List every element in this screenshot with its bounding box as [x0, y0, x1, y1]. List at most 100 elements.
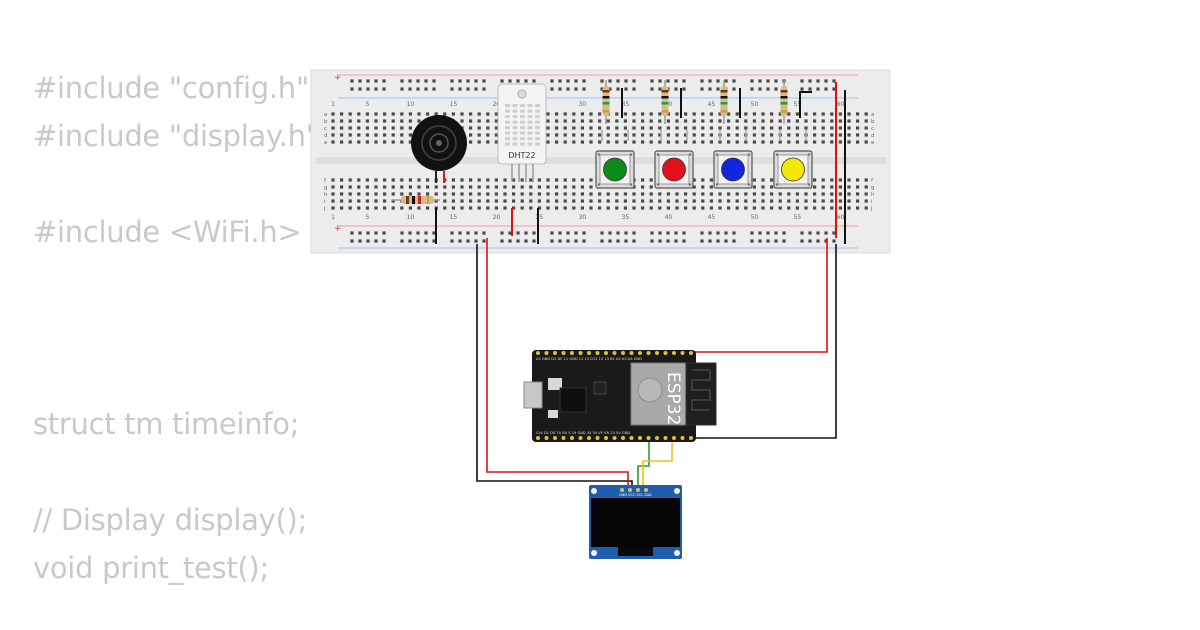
dht22-sensor[interactable]: DHT22: [497, 83, 547, 182]
breadboard-hole: [718, 206, 722, 210]
breadboard-hole: [770, 119, 774, 123]
rail-hole: [632, 87, 636, 91]
rail-hole: [400, 239, 404, 243]
breadboard-hole: [752, 192, 756, 196]
breadboard-hole: [709, 206, 713, 210]
breadboard-hole: [546, 119, 550, 123]
breadboard-hole: [391, 140, 395, 144]
breadboard-hole: [744, 199, 748, 203]
push-button-screw: [629, 183, 633, 186]
rail-hole: [782, 239, 786, 243]
breadboard-hole: [469, 119, 473, 123]
buzzer[interactable]: [411, 115, 467, 183]
row-letter: g: [324, 185, 328, 191]
push-button-screw: [747, 153, 751, 156]
breadboard-hole: [598, 206, 602, 210]
rail-hole: [624, 239, 628, 243]
breadboard-hole: [580, 199, 584, 203]
rail-hole: [616, 87, 620, 91]
dht22-vent-grid: [505, 104, 540, 146]
resistor-buzzer[interactable]: [392, 196, 440, 204]
breadboard-hole: [460, 192, 464, 196]
push-button-red[interactable]: [654, 130, 694, 189]
rail-hole: [582, 79, 586, 83]
rail-hole: [600, 87, 604, 91]
esp32-pin: [595, 436, 600, 440]
breadboard-hole: [761, 112, 765, 116]
breadboard-hole: [357, 185, 361, 189]
rail-hole: [674, 239, 678, 243]
rail-hole: [774, 239, 778, 243]
rail-hole: [566, 87, 570, 91]
breadboard-hole: [606, 133, 610, 137]
rail-hole: [450, 87, 454, 91]
breadboard-hole: [589, 185, 593, 189]
dht22-vent-slot: [505, 120, 510, 124]
breadboard-hole: [641, 119, 645, 123]
breadboard-hole: [494, 133, 498, 137]
breadboard-hole: [856, 140, 860, 144]
breadboard-hole: [572, 178, 576, 182]
breadboard-hole: [804, 112, 808, 116]
push-button-yellow[interactable]: [773, 130, 813, 189]
dht22-vent-slot: [505, 104, 510, 108]
breadboard-hole: [744, 126, 748, 130]
breadboard-hole: [469, 185, 473, 189]
breadboard-hole: [701, 119, 705, 123]
push-button-green[interactable]: [595, 130, 635, 189]
breadboard-hole: [856, 112, 860, 116]
breadboard-hole: [408, 133, 412, 137]
breadboard-hole: [761, 133, 765, 137]
rail-hole: [750, 231, 754, 235]
breadboard-hole: [795, 140, 799, 144]
rail-hole: [524, 239, 528, 243]
breadboard-hole: [821, 192, 825, 196]
breadboard-hole: [383, 112, 387, 116]
rail-hole: [358, 87, 362, 91]
breadboard-hole: [494, 126, 498, 130]
breadboard-hole: [804, 140, 808, 144]
breadboard-hole: [830, 199, 834, 203]
dht22-vent-slot: [505, 131, 510, 135]
rail-hole: [674, 87, 678, 91]
push-button-blue[interactable]: [713, 130, 753, 189]
breadboard-hole: [821, 112, 825, 116]
breadboard-hole: [357, 178, 361, 182]
breadboard-hole: [408, 192, 412, 196]
esp32-pin: [604, 436, 608, 440]
breadboard-hole: [598, 192, 602, 196]
breadboard-hole: [856, 126, 860, 130]
breadboard-hole: [400, 126, 404, 130]
esp32-pin: [663, 436, 668, 440]
rail-hole: [816, 87, 820, 91]
breadboard-hole: [365, 133, 369, 137]
oled-mount-hole-tr: [674, 488, 680, 494]
breadboard-hole: [589, 206, 593, 210]
row-letter: c: [871, 126, 874, 132]
push-button-screw: [715, 153, 719, 156]
breadboard-hole: [847, 133, 851, 137]
rail-hole: [650, 87, 654, 91]
breadboard-hole: [658, 126, 662, 130]
breadboard-hole: [417, 178, 421, 182]
breadboard-hole: [856, 185, 860, 189]
breadboard-hole: [770, 140, 774, 144]
row-letter: d: [324, 133, 328, 139]
esp32-board[interactable]: ESP32 A5 GND D2 DE 11 GND 11 15 D12 15 1…: [523, 350, 717, 442]
oled-display[interactable]: GND VCC SCL SDA: [589, 485, 682, 559]
push-button-cap: [662, 157, 686, 182]
breadboard-hole: [658, 192, 662, 196]
pullup-resistor-band: [780, 96, 788, 99]
dht22-vent-slot: [535, 115, 540, 119]
esp32-pin-headers: [536, 351, 693, 440]
breadboard-hole: [451, 206, 455, 210]
breadboard-hole: [357, 206, 361, 210]
rail-hole: [416, 87, 420, 91]
oled-mount-hole-tl: [591, 488, 597, 494]
rail-hole: [682, 79, 686, 83]
breadboard-hole: [537, 185, 541, 189]
rail-hole: [658, 239, 662, 243]
breadboard-hole: [666, 206, 670, 210]
rail-hole: [750, 87, 754, 91]
rail-hole: [416, 79, 420, 83]
